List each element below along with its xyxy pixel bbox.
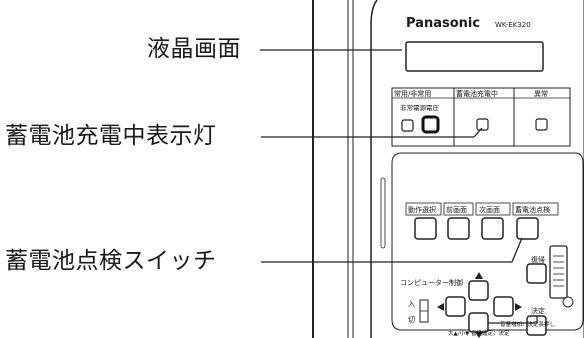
charging-indicator-lamp [476, 118, 489, 131]
control-panel-cover [391, 152, 584, 331]
column-header-abnormal: 異常 [534, 89, 548, 98]
emergency-voltage-label: 非常電源電圧 [400, 103, 440, 112]
label-battery-check: 蓄電池点検 [515, 205, 550, 214]
label-next-screen: 次画面 [479, 205, 500, 214]
switch-on-label: 入 [408, 300, 415, 308]
legend-volume-keys: 大▲/小▼ 音量確定：決定 [448, 329, 510, 337]
up-arrow-icon [475, 272, 483, 279]
computer-control-label: コンピューター制御 [400, 278, 463, 287]
operation-select-button[interactable] [414, 217, 437, 240]
callout-charging-indicator: 蓄電池充電中表示灯 [5, 123, 217, 149]
legend-volume-up: 音量増加：決定長押し [500, 320, 555, 328]
lcd-screen [405, 41, 544, 72]
indicator-dot [562, 296, 574, 308]
right-button[interactable] [493, 296, 514, 317]
reset-label: 復帰 [531, 255, 545, 264]
cover-hinge [380, 177, 386, 249]
cover-latch[interactable] [549, 245, 568, 299]
label-operation-select: 動作選択 [408, 205, 436, 214]
normal-emergency-lamp [401, 119, 414, 132]
callout-lcd-screen: 液晶画面 [147, 36, 241, 62]
down-button[interactable] [468, 312, 489, 333]
column-header-normal-emergency: 常用/非常用 [394, 89, 431, 98]
switch-off-label: 切 [408, 316, 415, 324]
battery-check-button[interactable] [516, 217, 539, 240]
down-arrow-icon [475, 332, 483, 338]
model-number: WK-EK320 [495, 21, 531, 29]
label-prev-screen: 前画面 [446, 205, 467, 214]
callout-battery-check-switch: 蓄電池点検スイッチ [5, 248, 217, 274]
next-screen-button[interactable] [481, 217, 504, 240]
abnormal-lamp [535, 118, 548, 131]
left-button[interactable] [445, 296, 466, 317]
brand-logo: Panasonic [406, 16, 480, 31]
panel-edge [370, 0, 378, 338]
prev-screen-button[interactable] [447, 217, 470, 240]
reset-button[interactable] [526, 263, 547, 284]
right-arrow-icon [515, 303, 522, 311]
emergency-voltage-button[interactable] [421, 115, 440, 134]
enter-label: 決定 [531, 306, 545, 315]
up-button[interactable] [468, 280, 489, 301]
left-arrow-icon [437, 303, 444, 311]
column-header-charging: 蓄電池充電中 [456, 89, 498, 98]
